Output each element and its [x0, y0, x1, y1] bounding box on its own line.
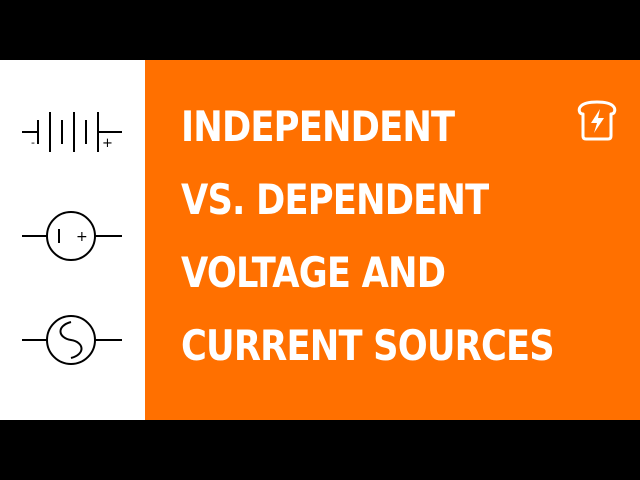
title-panel: INDEPENDENT VS. DEPENDENT VOLTAGE AND CU… [145, 60, 640, 420]
battery-minus-label: - [31, 136, 35, 149]
sine-wave-icon [59, 321, 83, 359]
title-line-3: VOLTAGE AND [181, 248, 446, 297]
thumbnail-frame: - + + INDEPENDENT [0, 60, 640, 420]
ac-source-symbol-icon [0, 312, 145, 368]
toast-lightning-icon [575, 98, 619, 142]
dc-plus-label: + [76, 229, 88, 245]
symbols-panel: - + + [0, 60, 145, 420]
battery-plus-label: + [102, 136, 113, 151]
title-line-4: CURRENT SOURCES [181, 321, 555, 370]
title-line-1: INDEPENDENT [181, 102, 455, 151]
title-line-2: VS. DEPENDENT [181, 175, 489, 224]
battery-symbol-icon: - + [0, 107, 145, 157]
page-title: INDEPENDENT VS. DEPENDENT VOLTAGE AND CU… [181, 90, 555, 382]
dc-source-symbol-icon: + [0, 208, 145, 264]
